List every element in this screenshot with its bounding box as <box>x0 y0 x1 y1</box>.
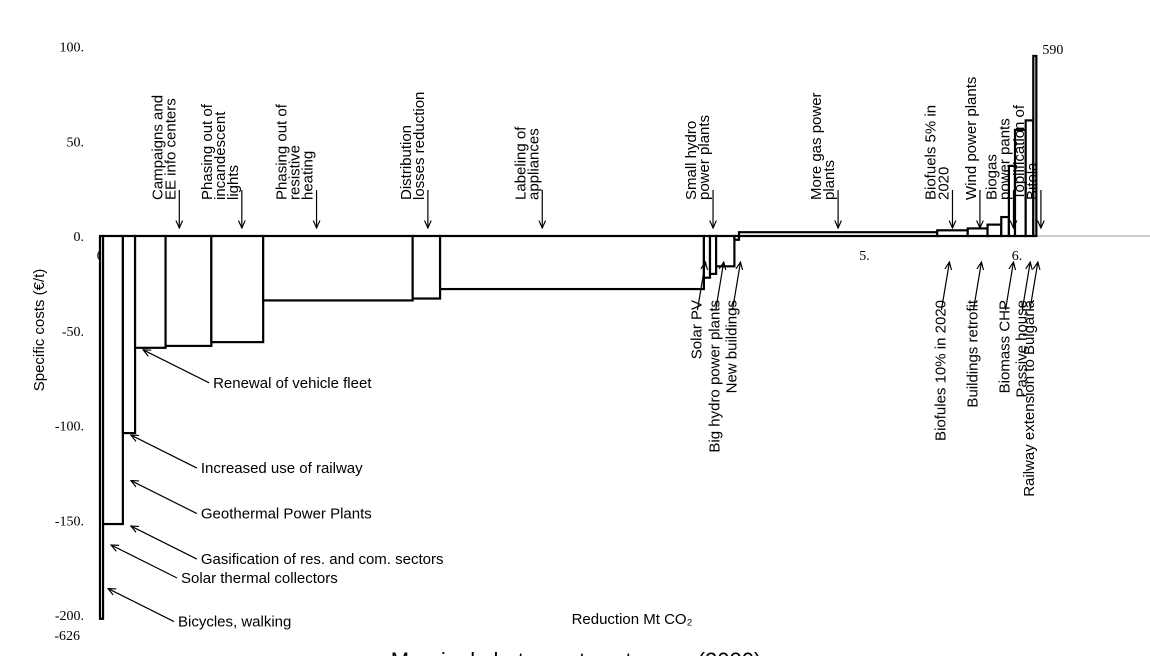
label-above: Biogaspower pants <box>983 118 1013 200</box>
label-below: Biomass CHP <box>996 300 1013 393</box>
y-axis-title: Specific costs (€/t) <box>31 269 48 392</box>
annotation-arrow <box>131 526 198 560</box>
chart-caption: Marginal abatement cost curve (2020) <box>391 648 762 656</box>
annotation-arrow <box>940 262 949 311</box>
label-below: Passive house <box>1013 300 1030 398</box>
x-axis-title: Reduction Mt CO₂ <box>572 611 693 628</box>
label-left: Increased use of railway <box>201 460 363 477</box>
label-left: Geothermal Power Plants <box>201 506 372 523</box>
y-tick-label: 100. <box>60 41 85 56</box>
mac-bar-14 <box>737 231 939 238</box>
min-value-label: -626 <box>54 629 80 644</box>
label-below: Big hydro power plants <box>707 300 724 453</box>
mac-bar-8 <box>411 234 442 300</box>
label-above: Biofuels 5% in2020 <box>922 105 952 200</box>
annotation-arrow <box>111 545 178 579</box>
annotation-arrow <box>731 262 741 311</box>
y-tick-label: 0. <box>74 230 85 245</box>
y-tick-label: -50. <box>62 325 84 340</box>
label-left: Bicycles, walking <box>178 614 291 631</box>
label-below: Buildings retrofit <box>964 299 981 407</box>
label-below: Solar PV <box>688 300 705 359</box>
label-above: Phasing out ofresistiveheating <box>274 103 317 200</box>
mac-bar-17 <box>986 223 1003 238</box>
label-above: Phasing out ofincandescentlights <box>199 103 242 200</box>
mac-bar-2 <box>101 234 124 526</box>
annotation-arrow <box>1029 262 1038 311</box>
label-above: Labeling ofappliances <box>512 126 542 200</box>
y-tick-label: -100. <box>55 420 84 435</box>
label-below: New buildings <box>724 300 741 393</box>
mac-bar-15 <box>936 229 969 238</box>
label-above: Distributionlosses reduction <box>398 92 428 200</box>
annotation-arrow <box>972 262 981 311</box>
x-tick-label: 6. <box>1012 249 1023 264</box>
mac-bar-18 <box>1000 215 1011 238</box>
annotation-layer: Campaigns andEE info centers Phasing out … <box>108 77 1041 631</box>
annotation-arrow <box>108 589 175 623</box>
bar-layer <box>98 54 1038 620</box>
mac-bar-12 <box>714 234 736 268</box>
annotation-arrow <box>696 262 705 311</box>
label-above: More gas powerplants <box>808 92 838 200</box>
mac-bar-22 <box>1032 54 1038 238</box>
mac-bar-3 <box>121 234 137 435</box>
label-below: Railway extension to Bulgaria <box>1021 299 1038 496</box>
y-tick-label: -150. <box>55 514 84 529</box>
label-left: Solar thermal collectors <box>181 570 338 587</box>
label-above: Campaigns andEE info centers <box>149 95 179 200</box>
y-tick-label: 50. <box>67 135 85 150</box>
label-left: Renewal of vehicle fleet <box>213 375 372 392</box>
y-tick-label: -200. <box>55 609 84 624</box>
mac-bar-6 <box>210 234 265 344</box>
mac-bar-5 <box>164 234 213 348</box>
mac-bar-4 <box>133 234 167 349</box>
mac-bar-9 <box>438 234 706 291</box>
annotation-arrow <box>1021 262 1030 311</box>
annotation-arrow <box>1004 262 1013 311</box>
label-above: Wind power plants <box>963 77 980 200</box>
label-above: Small hydropower plants <box>683 115 713 200</box>
mac-bar-13 <box>733 234 741 241</box>
label-above: Toplification ofBitola <box>1011 104 1041 200</box>
mac-bar-16 <box>966 227 989 238</box>
label-left: Gasification of res. and com. sectors <box>201 551 444 568</box>
annotation-arrow <box>131 481 198 515</box>
annotation-arrow <box>715 262 724 311</box>
x-tick-label: 5. <box>859 249 870 264</box>
mac-bar-7 <box>262 234 414 302</box>
annotation-arrow <box>131 435 198 469</box>
annotation-arrow <box>143 350 210 384</box>
label-below: Biofules 10% in 2020 <box>932 300 949 441</box>
max-value-label: 590 <box>1042 43 1063 58</box>
